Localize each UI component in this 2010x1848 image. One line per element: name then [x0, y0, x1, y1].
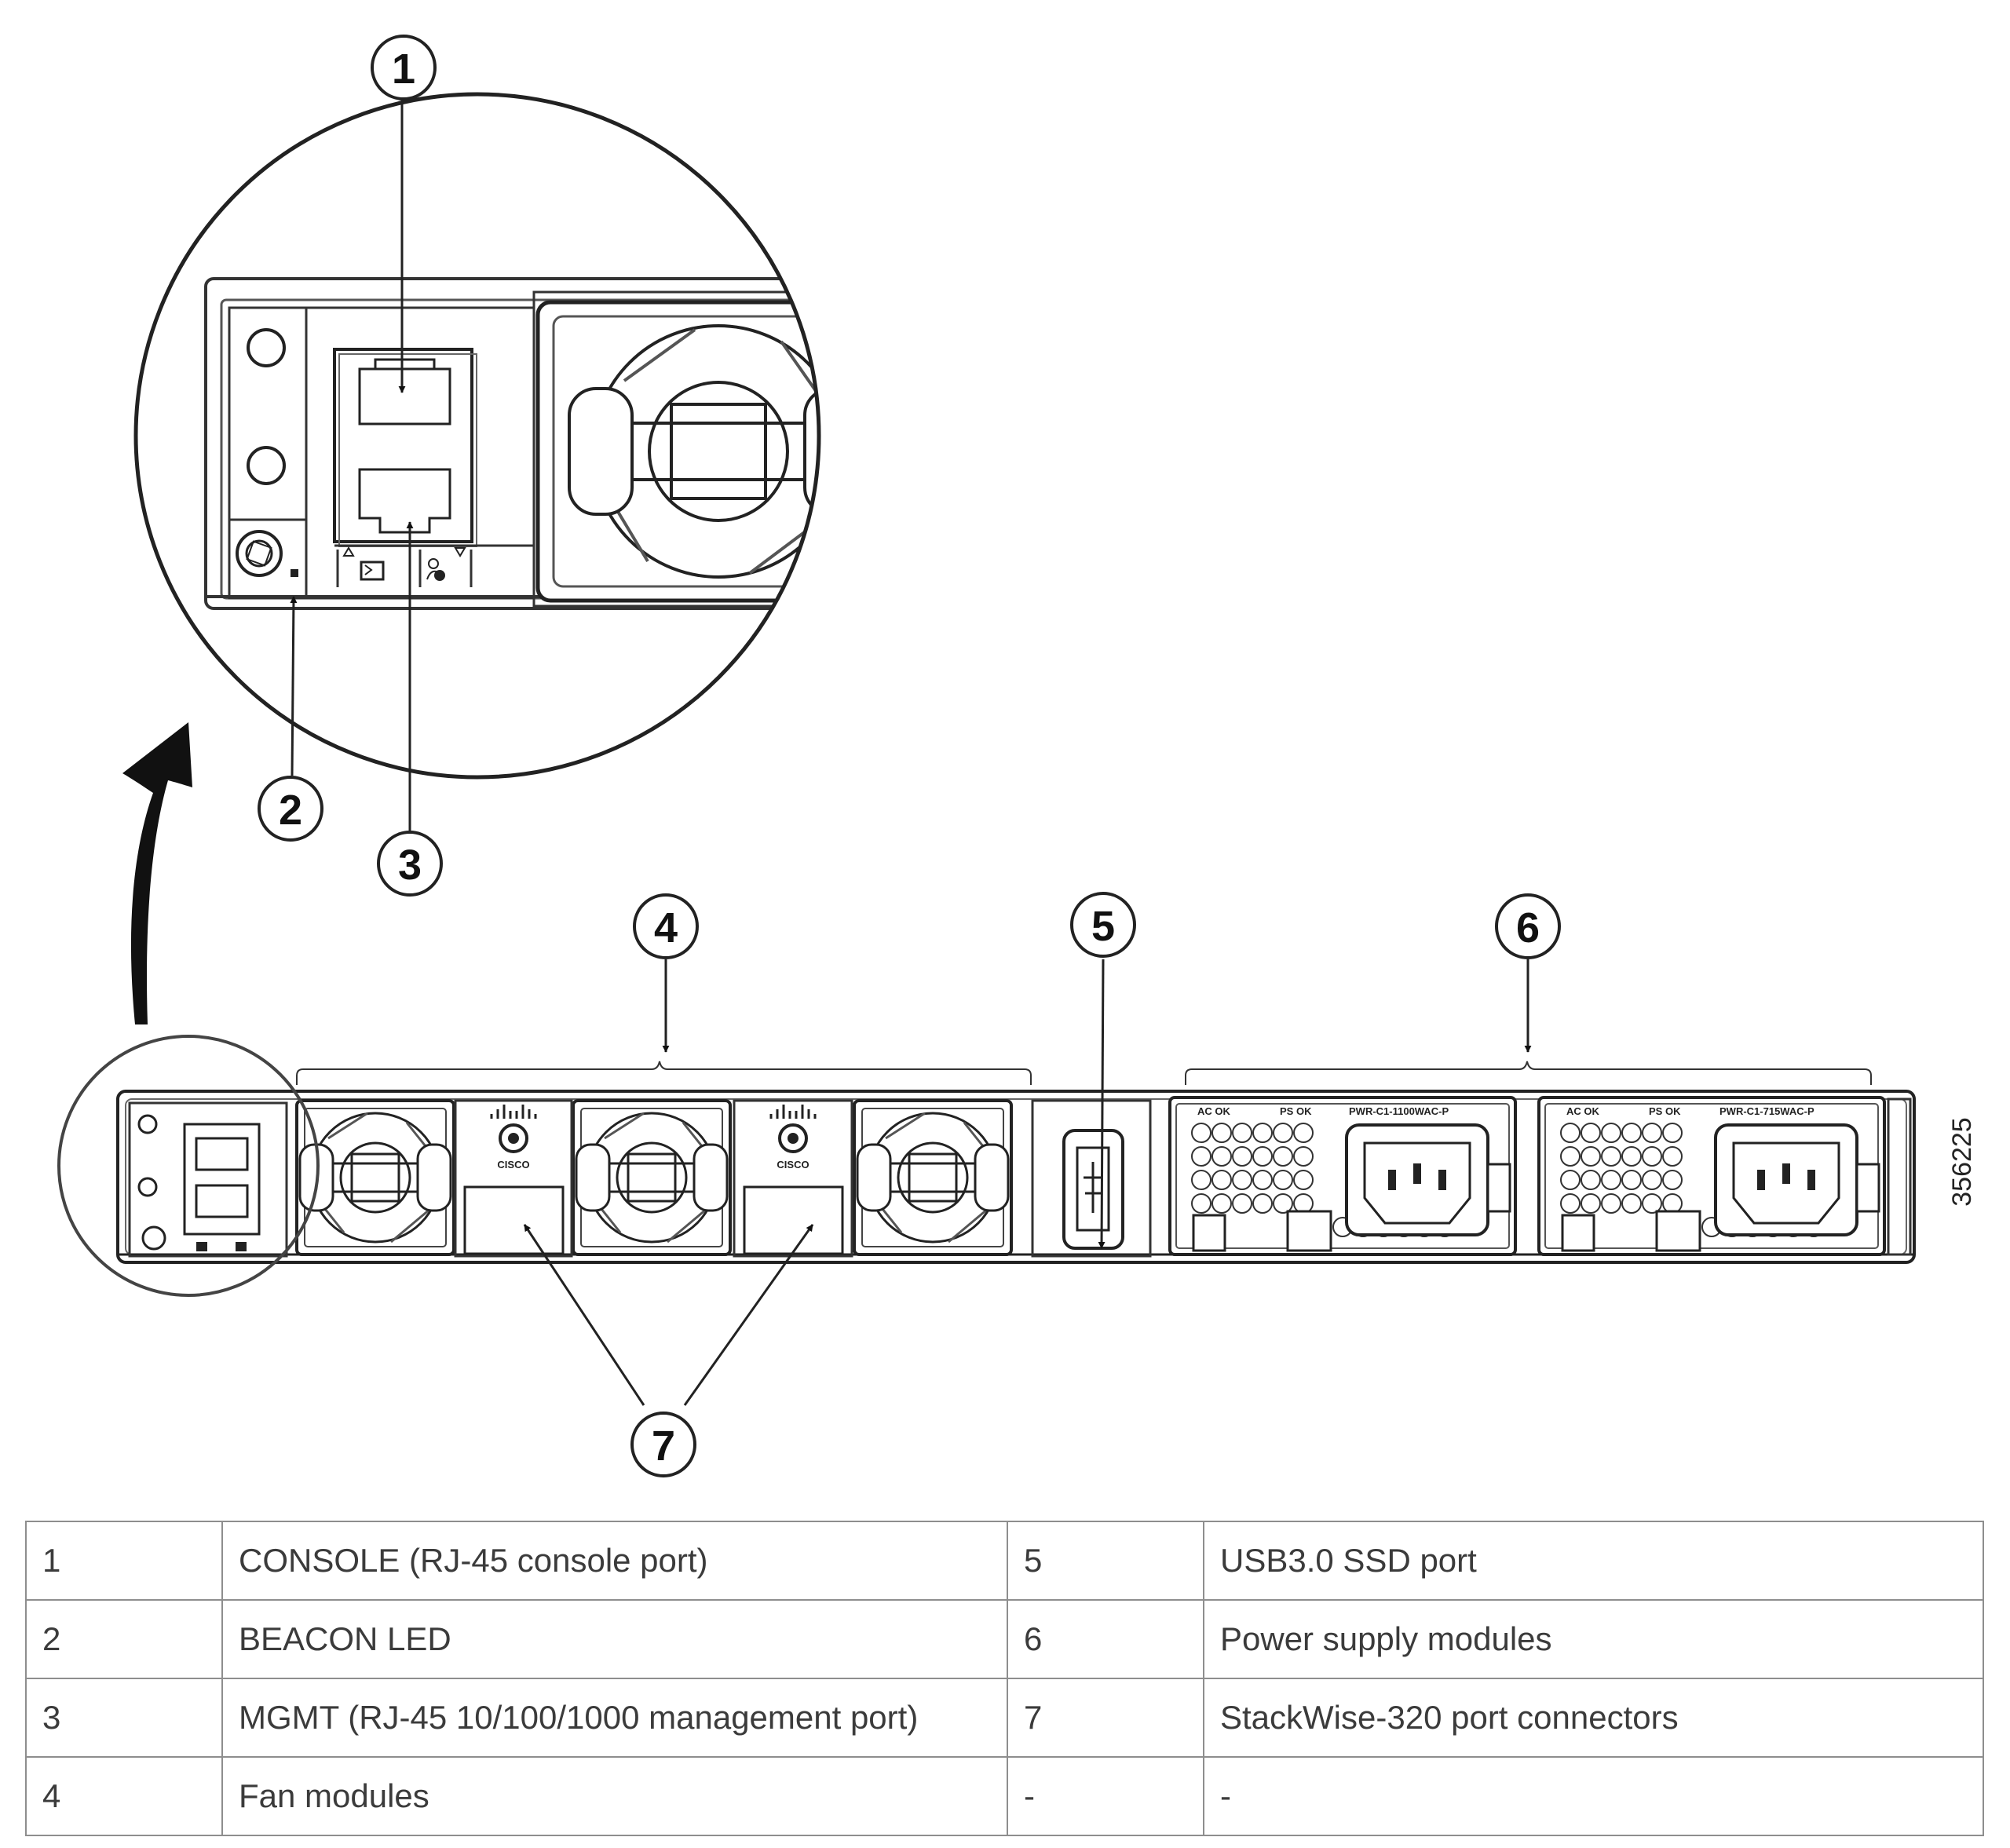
cisco-logo: CISCO	[497, 1159, 529, 1171]
switch-rear-panel-diagram: CISCO CISCO AC OK PS OK PWR-C1-1100WAC-P…	[57, 35, 1977, 1477]
svg-text:4: 4	[654, 904, 678, 951]
figure-id: 356225	[1947, 1117, 1977, 1206]
callout-2: 2	[258, 776, 323, 842]
legend-number: 3	[25, 1678, 223, 1758]
svg-text:CISCO: CISCO	[777, 1159, 809, 1171]
callout-5: 5	[1070, 892, 1136, 958]
legend-description: Fan modules	[221, 1756, 1008, 1836]
legend-description: BEACON LED	[221, 1599, 1008, 1679]
svg-text:2: 2	[279, 787, 302, 834]
zoom-source-circle	[57, 1035, 320, 1297]
console-port	[358, 358, 451, 425]
legend-description: -	[1203, 1756, 1984, 1836]
legend-table: 1 CONSOLE (RJ-45 console port) 5 USB3.0 …	[25, 1521, 1984, 1836]
svg-text:1: 1	[392, 46, 415, 93]
legend-number: 1	[25, 1521, 223, 1601]
callout-4: 4	[633, 893, 699, 959]
callout-1: 1	[371, 35, 437, 100]
callout-6: 6	[1495, 893, 1561, 959]
legend-number: -	[1007, 1756, 1204, 1836]
console-port-icon	[360, 561, 385, 581]
psu1-model-label: PWR-C1-1100WAC-P	[1349, 1105, 1449, 1117]
psu2-ps-ok-label: PS OK	[1649, 1105, 1681, 1117]
table-row: 1 CONSOLE (RJ-45 console port) 5 USB3.0 …	[25, 1521, 1984, 1601]
legend-number: 7	[1007, 1678, 1204, 1758]
psu2-model-label: PWR-C1-715WAC-P	[1719, 1105, 1814, 1117]
legend-number: 4	[25, 1756, 223, 1836]
zoom-detail	[133, 92, 821, 780]
svg-text:6: 6	[1516, 904, 1540, 951]
legend-description: CONSOLE (RJ-45 console port)	[221, 1521, 1008, 1601]
zoom-arrow	[122, 722, 192, 1024]
legend-description: StackWise-320 port connectors	[1203, 1678, 1984, 1758]
table-row: 4 Fan modules - -	[25, 1756, 1984, 1836]
management-port	[358, 468, 451, 534]
legend-number: 2	[25, 1599, 223, 1679]
legend-description: Power supply modules	[1203, 1599, 1984, 1679]
legend-description: MGMT (RJ-45 10/100/1000 management port)	[221, 1678, 1008, 1758]
legend-number: 5	[1007, 1521, 1204, 1601]
svg-text:5: 5	[1091, 903, 1115, 950]
beacon-led-icon	[236, 530, 298, 577]
usb-icon	[1084, 1162, 1102, 1213]
table-row: 3 MGMT (RJ-45 10/100/1000 management por…	[25, 1678, 1984, 1758]
svg-text:7: 7	[652, 1423, 675, 1470]
psu1-ps-ok-label: PS OK	[1280, 1105, 1312, 1117]
callout-3: 3	[377, 831, 443, 897]
svg-text:3: 3	[398, 842, 422, 889]
legend-description: USB3.0 SSD port	[1203, 1521, 1984, 1601]
psu2-ac-ok-label: AC OK	[1566, 1105, 1600, 1117]
table-row: 2 BEACON LED 6 Power supply modules	[25, 1599, 1984, 1679]
management-port-icon	[426, 558, 445, 581]
callout-7: 7	[630, 1412, 696, 1477]
legend-number: 6	[1007, 1599, 1204, 1679]
switch-chassis: CISCO CISCO AC OK PS OK PWR-C1-1100WAC-P…	[116, 1090, 1916, 1264]
psu1-ac-ok-label: AC OK	[1197, 1105, 1231, 1117]
